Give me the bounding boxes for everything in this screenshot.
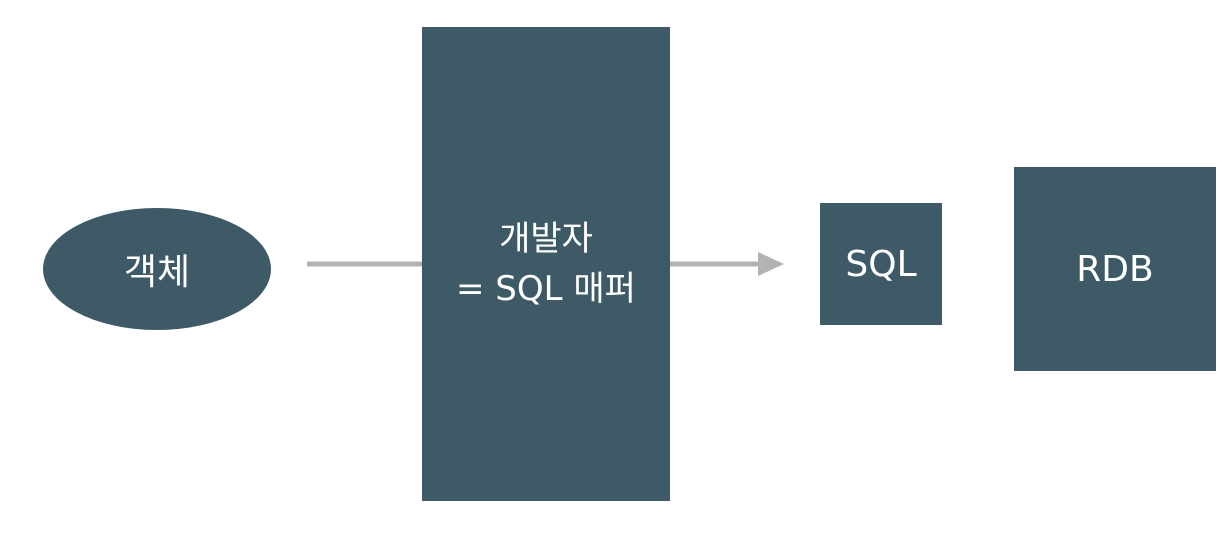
sql-mapper-node-line1: 개발자 (499, 219, 593, 259)
sql-mapper-node-line2: = SQL 매퍼 (456, 269, 636, 309)
arrowhead-icon (758, 252, 784, 276)
sql-node: SQL (820, 203, 942, 325)
object-node-label: 객체 (123, 252, 191, 293)
rdb-node: RDB (1014, 167, 1216, 371)
sql-mapper-node: 개발자 = SQL 매퍼 (422, 27, 670, 501)
sql-node-label: SQL (845, 243, 917, 285)
rdb-node-label: RDB (1076, 248, 1154, 290)
object-node: 객체 (43, 208, 271, 330)
